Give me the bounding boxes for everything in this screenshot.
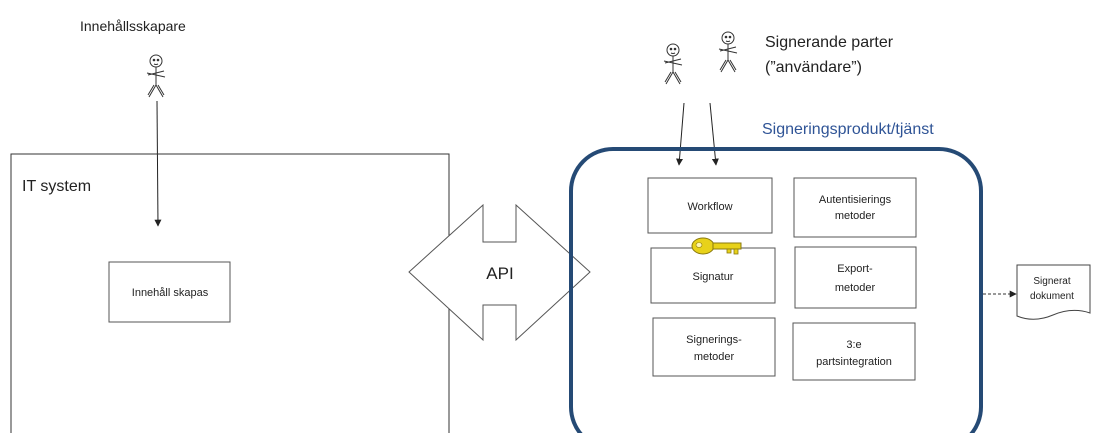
signing-product-container bbox=[569, 147, 983, 433]
signers-label-line1: Signerande parter bbox=[765, 34, 894, 51]
signature-box: Signatur bbox=[650, 247, 776, 304]
content-creation-label: Innehåll skapas bbox=[132, 287, 209, 299]
it-system-title: IT system bbox=[22, 178, 91, 195]
third-party-integration-box: 3:e partsintegration bbox=[792, 322, 916, 381]
signing-methods-label-line2: metoder bbox=[694, 351, 735, 363]
workflow-label: Workflow bbox=[687, 201, 732, 213]
content-creator-stick-figure-icon bbox=[146, 54, 166, 98]
key-icon bbox=[691, 237, 742, 255]
api-label: API bbox=[486, 264, 513, 283]
auth-label-line1: Autentisierings bbox=[819, 194, 892, 206]
signing-methods-box: Signerings- metoder bbox=[652, 317, 776, 377]
signer-stick-figure-icon bbox=[718, 31, 738, 73]
authentication-methods-box: Autentisierings metoder bbox=[793, 177, 917, 238]
creator-to-content-arrow bbox=[154, 100, 162, 227]
signed-document-label-line2: dokument bbox=[1030, 291, 1074, 302]
signed-document-label-line1: Signerat bbox=[1033, 276, 1070, 287]
signing-methods-label-line1: Signerings- bbox=[686, 334, 742, 346]
third-party-label-line1: 3:e bbox=[846, 339, 861, 351]
export-methods-box: Export- metoder bbox=[794, 246, 917, 309]
export-label-line1: Export- bbox=[837, 263, 873, 275]
signing-product-title: Signeringsprodukt/tjänst bbox=[762, 121, 934, 138]
signer-to-workflow-arrow bbox=[709, 102, 719, 166]
signer-to-workflow-arrow bbox=[676, 102, 685, 166]
signature-label: Signatur bbox=[693, 271, 734, 283]
api-double-arrow bbox=[408, 203, 591, 342]
export-label-line2: metoder bbox=[835, 282, 876, 294]
signers-label-line2: (”användare”) bbox=[765, 59, 862, 76]
workflow-box: Workflow bbox=[647, 177, 773, 234]
signed-document-icon: Signerat dokument bbox=[1016, 264, 1091, 320]
auth-label-line2: metoder bbox=[835, 210, 876, 222]
third-party-label-line2: partsintegration bbox=[816, 356, 892, 368]
content-creator-label: Innehållsskapare bbox=[80, 18, 186, 34]
signer-stick-figure-icon bbox=[663, 43, 683, 85]
content-creation-box bbox=[108, 261, 231, 323]
